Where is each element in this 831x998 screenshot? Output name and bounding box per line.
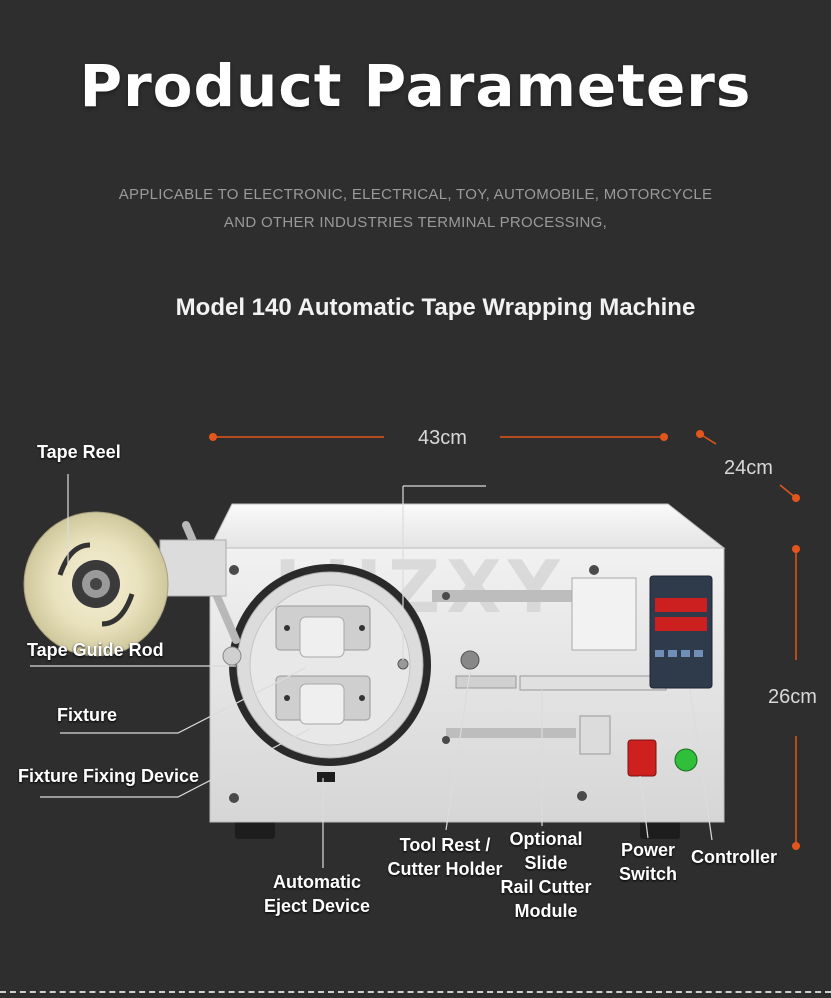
width-dimension-line <box>209 433 668 441</box>
leader-lines <box>30 474 713 868</box>
height-dimension-line <box>792 545 800 850</box>
subtitle-line-1: APPLICABLE TO ELECTRONIC, ELECTRICAL, TO… <box>118 186 713 203</box>
height-dimension-label: 26cm <box>768 686 817 708</box>
page-title: Product Parameters <box>79 52 752 120</box>
label-optional-slide-rail-cutter-module: Optional Slide Rail Cutter Module <box>500 829 592 921</box>
label-power-switch: Power Switch <box>618 840 677 884</box>
label-tape-reel: Tape Reel <box>37 442 121 462</box>
model-title: Model 140 Automatic Tape Wrapping Machin… <box>175 294 696 321</box>
width-dimension-label: 43cm <box>418 427 467 449</box>
label-fixture: Fixture <box>57 705 118 725</box>
bottom-divider <box>0 991 831 993</box>
label-controller: Controller <box>691 847 778 867</box>
label-automatic-eject-device: Automatic Eject Device <box>263 872 371 916</box>
depth-dimension-label: 24cm <box>724 457 773 479</box>
label-fixture-fixing-device: Fixture Fixing Device <box>18 766 200 786</box>
subtitle-line-2: AND OTHER INDUSTRIES TERMINAL PROCESSING… <box>223 214 608 231</box>
label-tape-guide-rod: Tape Guide Rod <box>27 640 164 660</box>
depth-dimension-line <box>696 430 800 502</box>
label-tool-rest-cutter-holder: Tool Rest / Cutter Holder <box>387 835 503 879</box>
